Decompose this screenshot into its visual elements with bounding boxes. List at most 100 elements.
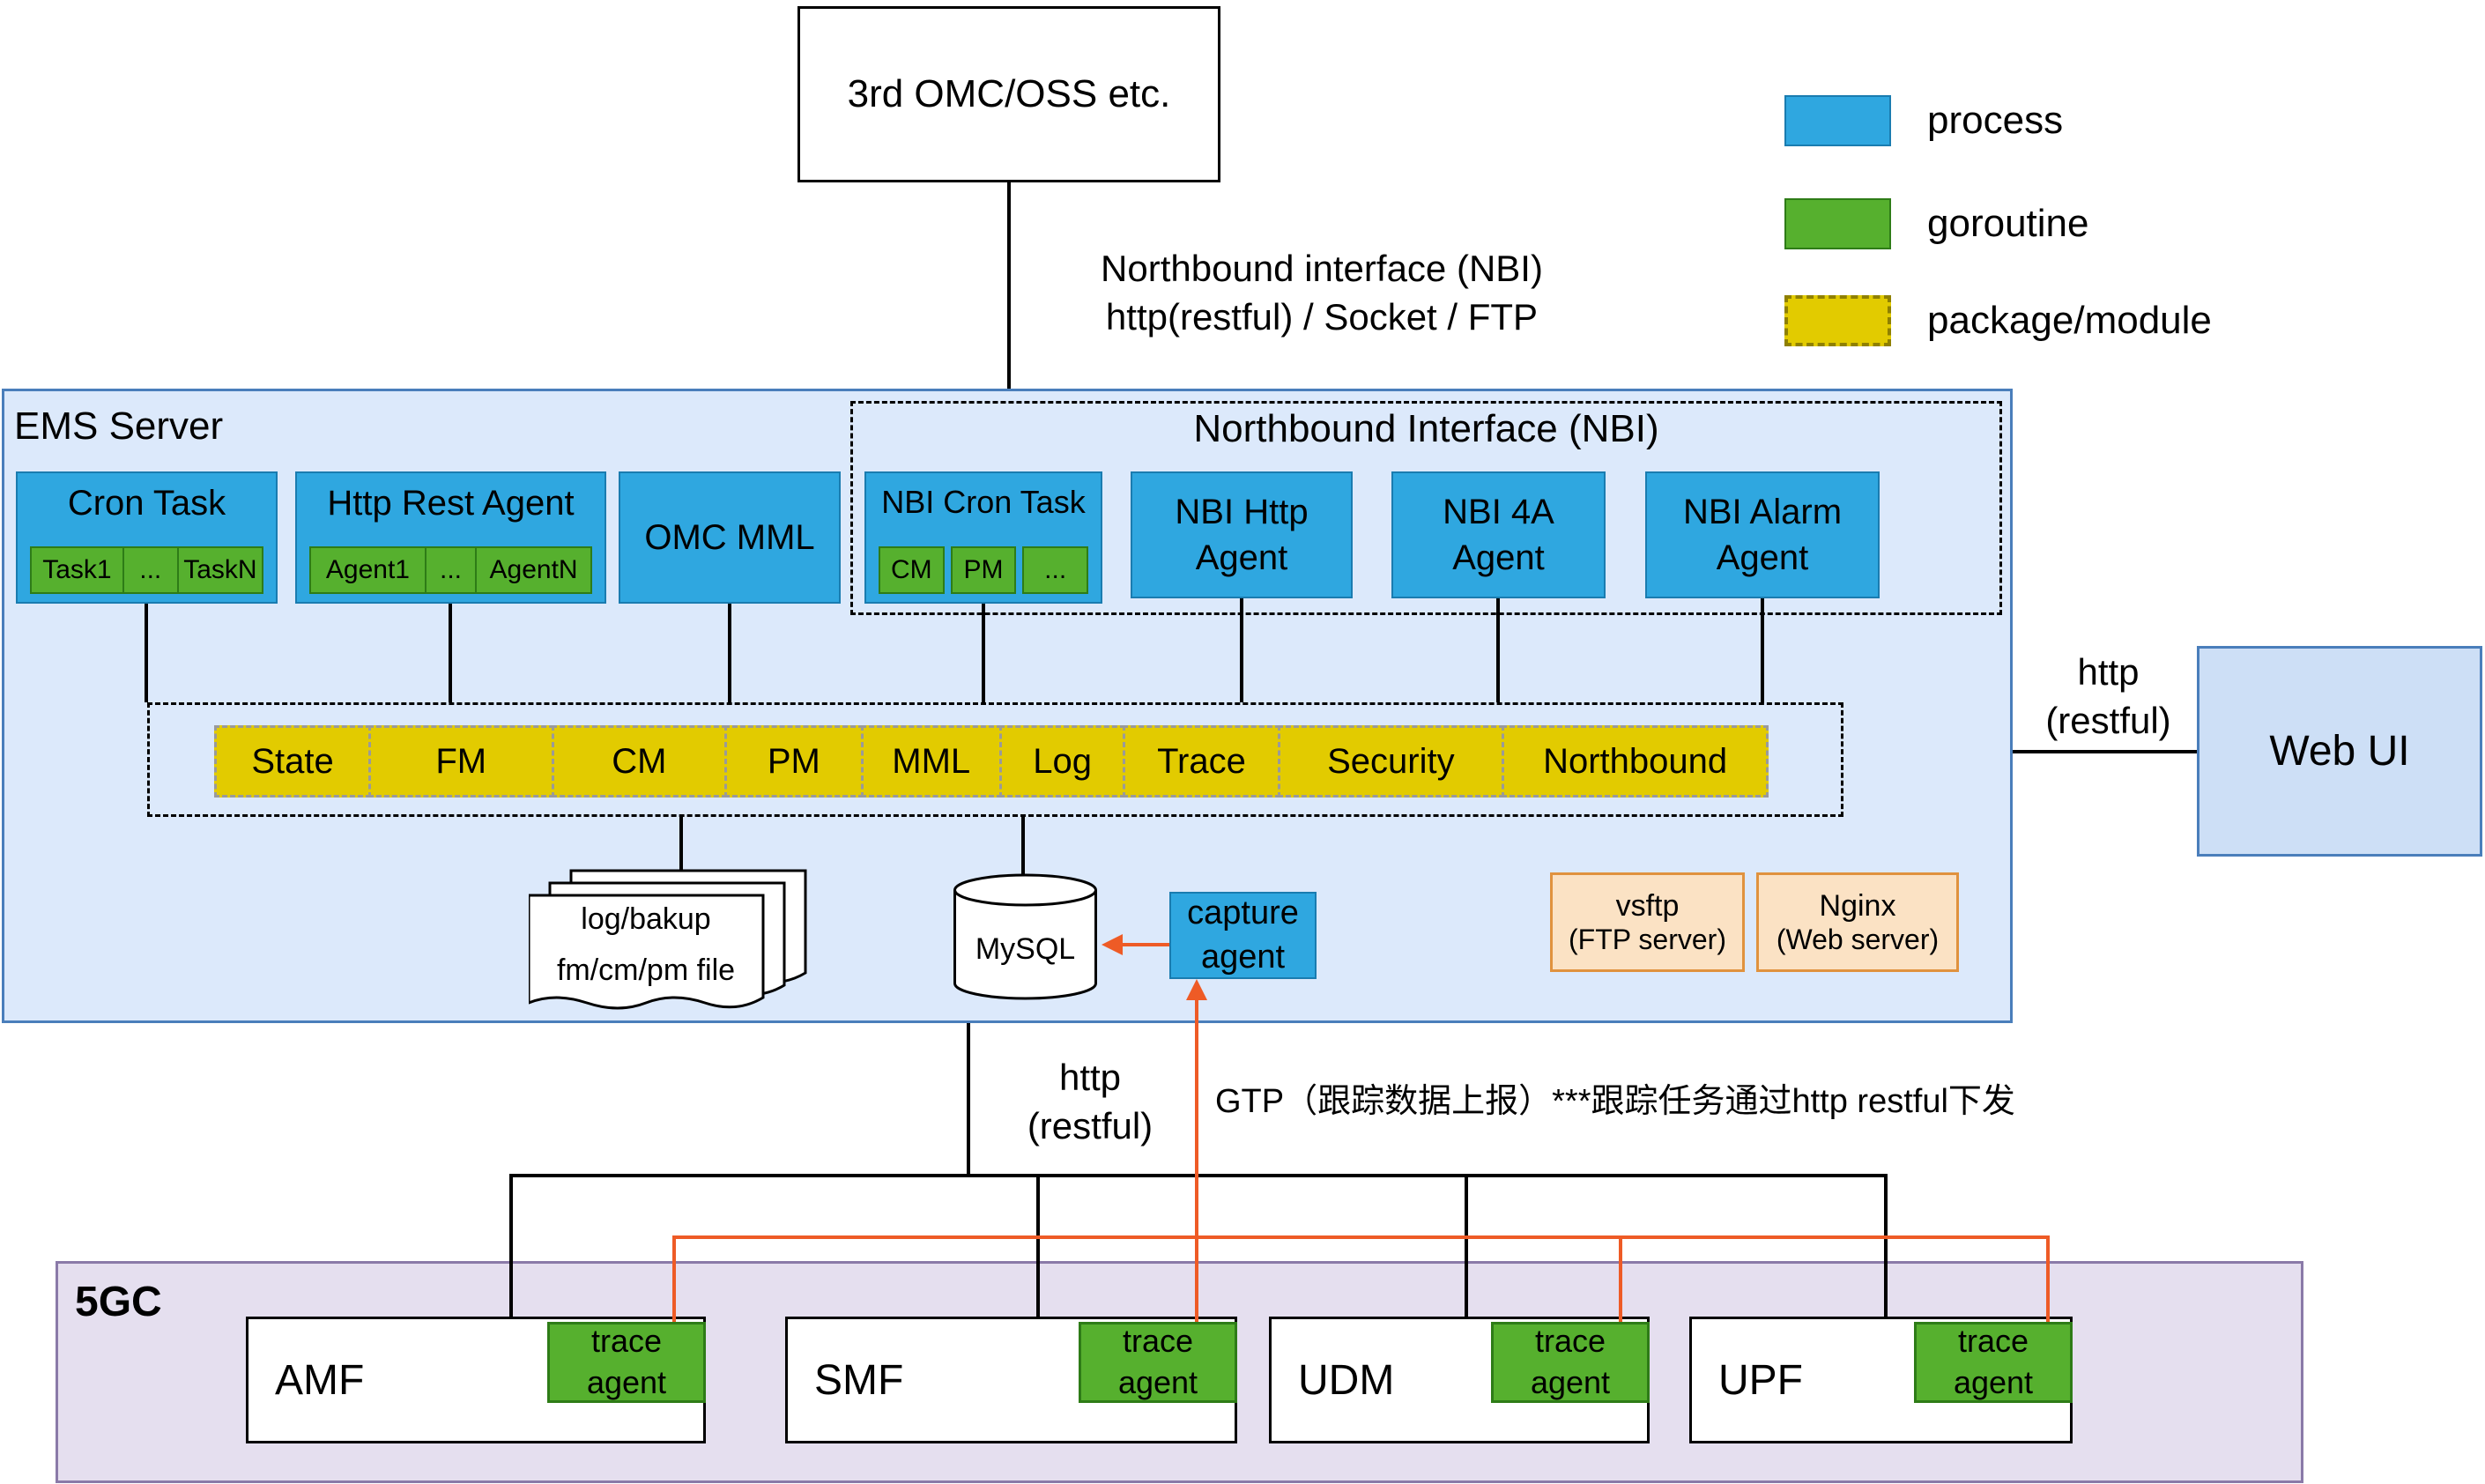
connector-omc-to-ems bbox=[1007, 182, 1011, 389]
connector-nbialarm-modules bbox=[1761, 597, 1764, 702]
cron-task-label: Cron Task bbox=[67, 484, 226, 523]
cron-task-box: Cron Task Task1 ... TaskN bbox=[16, 471, 278, 604]
module-log: Log bbox=[998, 725, 1126, 798]
trace-agent-upf: trace agent bbox=[1914, 1322, 2073, 1403]
connector-nbihttp-modules bbox=[1240, 597, 1243, 702]
modules-strip: State FM CM PM MML Log Trace Security No… bbox=[214, 725, 1769, 798]
goroutine-task-ellipsis: ... bbox=[122, 546, 179, 594]
nf-udm-label: UDM bbox=[1298, 1356, 1395, 1404]
mysql-cylinder-icon bbox=[953, 873, 1097, 1000]
webui-label: Web UI bbox=[2269, 728, 2410, 775]
module-northbound: Northbound bbox=[1502, 725, 1769, 798]
file-stack-line2: fm/cm/pm file bbox=[556, 953, 736, 987]
ems-server-title: EMS Server bbox=[14, 404, 224, 448]
external-omc-oss-box: 3rd OMC/OSS etc. bbox=[797, 6, 1220, 182]
trace-agent-smf: trace agent bbox=[1079, 1322, 1237, 1403]
trace-drop-upf bbox=[2046, 1235, 2050, 1324]
vsftp-desc: (FTP server) bbox=[1569, 923, 1726, 955]
core-5gc-title: 5GC bbox=[75, 1279, 162, 1325]
module-state: State bbox=[214, 725, 372, 798]
http-rest-agent-box: Http Rest Agent Agent1 ... AgentN bbox=[295, 471, 606, 604]
nbi-link-label: Northbound interface (NBI) http(restful)… bbox=[1101, 248, 1543, 338]
webui-link-label: http (restful) bbox=[2045, 651, 2171, 741]
module-trace: Trace bbox=[1123, 725, 1280, 798]
legend-process-swatch-icon bbox=[1784, 95, 1891, 146]
trace-agent-upf-label: trace agent bbox=[1953, 1323, 2034, 1400]
connector-nbicron-modules bbox=[982, 602, 985, 702]
nbi-cron-task-children: CM PM ... bbox=[879, 546, 1089, 594]
connector-bus-upf bbox=[1884, 1174, 1888, 1317]
vsftp-box: vsftp (FTP server) bbox=[1550, 872, 1745, 972]
nginx-desc: (Web server) bbox=[1776, 923, 1940, 955]
omc-mml-box: OMC MML bbox=[619, 471, 841, 604]
http-rest-agent-children: Agent1 ... AgentN bbox=[309, 546, 592, 594]
webui-box: Web UI bbox=[2197, 646, 2482, 857]
nf-upf-label: UPF bbox=[1718, 1356, 1803, 1404]
connector-modules-files bbox=[679, 817, 683, 890]
nbi-alarm-agent-label: NBI Alarm Agent bbox=[1682, 493, 1843, 577]
trace-agent-smf-label: trace agent bbox=[1117, 1323, 1198, 1400]
goroutine-nbi-ellipsis: ... bbox=[1022, 546, 1089, 594]
connector-modules-mysql bbox=[1021, 817, 1025, 877]
goroutine-taskN: TaskN bbox=[176, 546, 263, 594]
legend-process-label: process bbox=[1927, 99, 2064, 142]
connector-httprest-modules bbox=[449, 602, 452, 702]
goroutine-cm: CM bbox=[879, 546, 945, 594]
trace-drop-amf bbox=[672, 1235, 676, 1324]
nf-smf-label: SMF bbox=[814, 1356, 904, 1404]
external-omc-oss-label: 3rd OMC/OSS etc. bbox=[847, 72, 1171, 115]
nginx-box: Nginx (Web server) bbox=[1756, 872, 1959, 972]
trace-to-capture-arrow-icon bbox=[1186, 979, 1207, 1000]
module-cm: CM bbox=[551, 725, 728, 798]
trace-bus-line bbox=[674, 1235, 2050, 1239]
module-security: Security bbox=[1277, 725, 1505, 798]
omc-mml-label: OMC MML bbox=[644, 517, 815, 557]
file-stack-line1: log/bakup bbox=[581, 902, 711, 936]
connector-nbi4a-modules bbox=[1496, 597, 1500, 702]
core-http-label: http (restful) bbox=[1027, 1057, 1153, 1146]
nf-amf-label: AMF bbox=[275, 1356, 365, 1404]
connector-cron-modules bbox=[145, 602, 148, 702]
legend-package-label: package/module bbox=[1927, 299, 2212, 342]
nbi-dashed-container bbox=[850, 401, 2002, 615]
goroutine-agentN: AgentN bbox=[475, 546, 592, 594]
trace-agent-udm: trace agent bbox=[1491, 1322, 1650, 1403]
nbi-cron-task-box: NBI Cron Task CM PM ... bbox=[864, 471, 1102, 604]
module-pm: PM bbox=[724, 725, 864, 798]
trace-agent-udm-label: trace agent bbox=[1530, 1323, 1611, 1400]
cron-task-children: Task1 ... TaskN bbox=[30, 546, 263, 594]
modules-dashed-container bbox=[147, 702, 1843, 817]
goroutine-agent1: Agent1 bbox=[309, 546, 427, 594]
legend-package-swatch-icon bbox=[1784, 295, 1891, 346]
nginx-name: Nginx bbox=[1819, 888, 1896, 923]
nbi-alarm-agent-box: NBI Alarm Agent bbox=[1645, 471, 1880, 598]
file-stack-icon bbox=[529, 869, 807, 1010]
trace-agent-amf-label: trace agent bbox=[586, 1323, 667, 1400]
nbi-cron-task-label: NBI Cron Task bbox=[881, 484, 1086, 520]
nbi-title: Northbound Interface (NBI) bbox=[1193, 407, 1659, 450]
trace-agent-amf: trace agent bbox=[547, 1322, 706, 1403]
legend-goroutine-label: goroutine bbox=[1927, 202, 2089, 245]
legend-goroutine-swatch-icon bbox=[1784, 198, 1891, 249]
http-rest-agent-label: Http Rest Agent bbox=[327, 484, 575, 523]
connector-core-bus bbox=[511, 1174, 1888, 1177]
connector-ems-webui bbox=[2013, 750, 2197, 753]
capture-to-mysql-line bbox=[1119, 943, 1169, 946]
capture-agent-label: capture agent bbox=[1187, 894, 1299, 976]
goroutine-task1: Task1 bbox=[30, 546, 124, 594]
gtp-label: GTP（跟踪数据上报）***跟踪任务通过http restful下发 bbox=[1215, 1083, 2015, 1120]
module-mml: MML bbox=[860, 725, 1002, 798]
mysql-label: MySQL bbox=[975, 932, 1076, 966]
trace-riser-to-capture bbox=[1195, 998, 1198, 1324]
nbi-http-agent-label: NBI Http Agent bbox=[1175, 493, 1309, 577]
goroutine-agent-ellipsis: ... bbox=[424, 546, 478, 594]
connector-bus-smf bbox=[1036, 1174, 1040, 1317]
goroutine-pm: PM bbox=[950, 546, 1017, 594]
connector-bus-amf bbox=[509, 1174, 513, 1317]
vsftp-name: vsftp bbox=[1615, 888, 1680, 923]
connector-omcmml-modules bbox=[728, 602, 731, 702]
connector-bus-udm bbox=[1465, 1174, 1468, 1317]
connector-ems-core-drop bbox=[967, 1023, 970, 1176]
nbi-4a-agent-label: NBI 4A Agent bbox=[1443, 493, 1554, 577]
nbi-4a-agent-box: NBI 4A Agent bbox=[1391, 471, 1606, 598]
